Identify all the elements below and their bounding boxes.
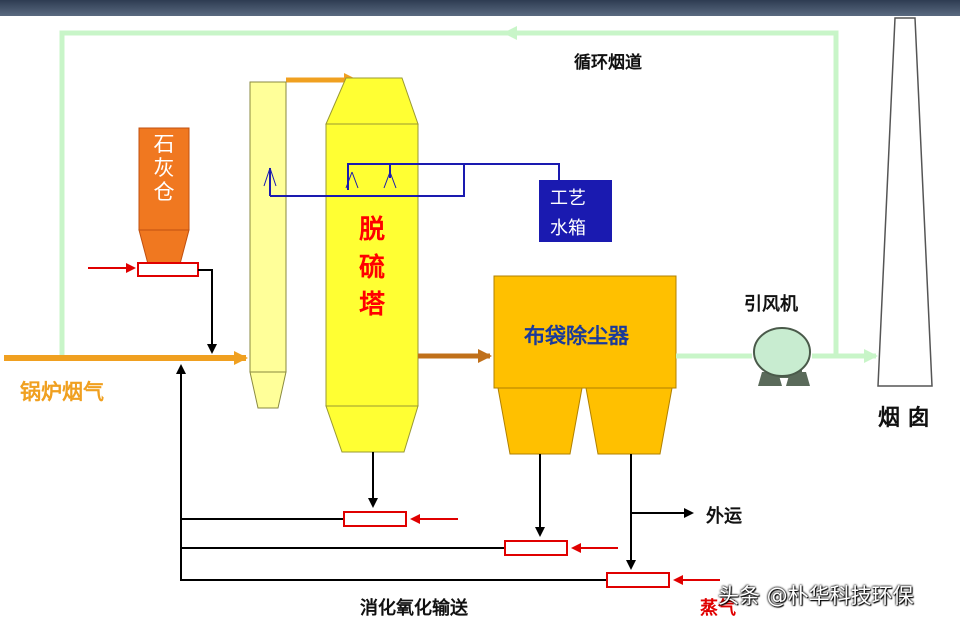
chimney-label: 烟 囱 [878,406,930,431]
chimney [877,17,933,387]
induced-draft-fan [753,327,811,386]
lime-silo [138,127,190,265]
bag-filter-label: 布袋除尘器 [524,324,629,348]
desulfurization-tower [325,77,419,453]
watermark-text: 头条 @朴华科技环保 [718,584,914,608]
water-tank-label-line1: 工艺 [550,188,586,209]
recycle-feeders [343,511,720,588]
water-tank-label-line2: 水箱 [550,218,586,239]
top-band [0,0,960,16]
pre-riser-column [249,81,287,409]
desulfurization-tower-label: 脱硫塔 [358,215,385,321]
recycle-lines [176,364,694,581]
steam-label: 蒸气 [700,598,736,619]
digestion-oxidation-conveying-label: 消化氧化输送 [360,598,468,619]
lime-feeder [137,262,199,277]
process-water-tank [539,180,612,242]
transport-out-label: 外运 [706,506,742,527]
recirculation-duct [59,26,839,356]
recirc-duct-label: 循环烟道 [574,53,642,73]
lime-to-flue-line [198,269,217,354]
spray-water-lines [263,163,560,197]
bag-filter [493,275,677,455]
induced-draft-fan-label: 引风机 [744,294,798,315]
boiler-flue-gas-label: 锅炉烟气 [20,380,104,404]
lime-silo-label: 石灰仓 [153,132,175,205]
